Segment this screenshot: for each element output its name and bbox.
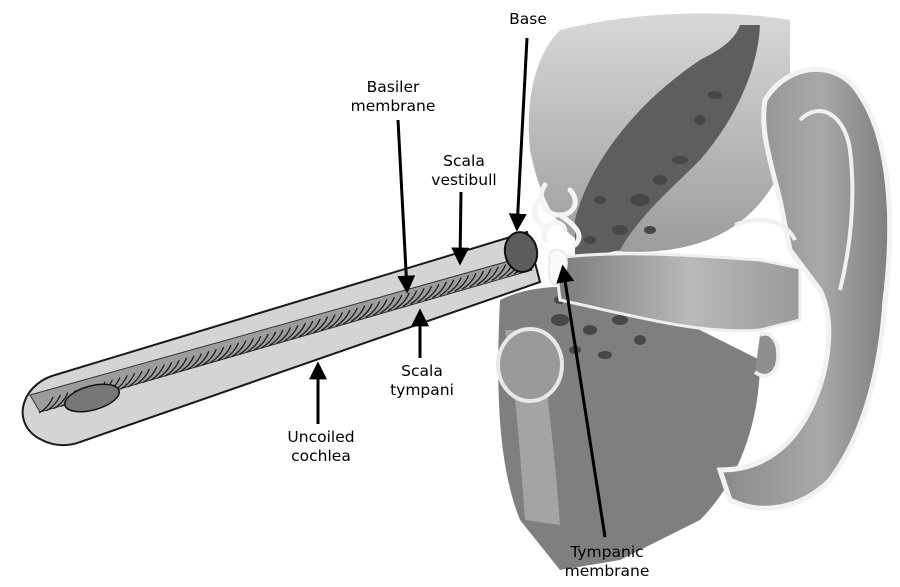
- basilar-striation: [402, 290, 418, 308]
- basilar-striation: [350, 305, 366, 323]
- basilar-striation: [46, 394, 61, 412]
- label-uncoiled-line2: cochlea: [291, 447, 351, 465]
- basilar-striation: [135, 368, 151, 386]
- label-base-text: Base: [509, 10, 547, 28]
- pointer-vestibuli: [451, 191, 470, 266]
- basilar-striation: [231, 340, 247, 358]
- basilar-striation: [424, 283, 440, 301]
- basilar-striation: [476, 268, 492, 286]
- basilar-striation: [216, 344, 232, 362]
- basilar-striation: [298, 320, 314, 338]
- pointer-tympanic: [556, 264, 607, 538]
- basilar-striation: [365, 301, 381, 318]
- basilar-striation: [417, 286, 433, 303]
- condyle: [496, 327, 564, 403]
- basilar-striation: [394, 292, 410, 310]
- label-tympani-line2: tympani: [390, 381, 454, 399]
- basilar-striation: [342, 307, 358, 325]
- basilar-striation: [53, 392, 69, 410]
- basilar-striation: [291, 322, 306, 340]
- temporal-bone: [575, 25, 760, 260]
- basilar-striation: [246, 335, 262, 353]
- basilar-striation: [187, 353, 202, 371]
- basilar-striation: [387, 294, 403, 312]
- basilar-striation: [150, 364, 165, 381]
- basilar-striation: [38, 396, 54, 414]
- basilar-striation: [357, 303, 373, 321]
- auricle: [716, 66, 893, 511]
- label-uncoiled-cochlea: Uncoiled cochlea: [266, 428, 376, 466]
- label-basilar-line1: Basiler: [366, 78, 420, 96]
- basilar-striation: [439, 279, 455, 297]
- basilar-striations: [38, 257, 529, 414]
- label-tympanic-line1: Tympanic: [570, 543, 644, 561]
- label-tympanic-membrane: Tympanic membrane: [552, 543, 662, 581]
- label-basilar-line2: membrane: [350, 97, 436, 115]
- basilar-striation: [179, 355, 195, 373]
- apex-oval: [64, 383, 120, 413]
- basilar-striation: [372, 299, 388, 316]
- pointer-lines: [309, 37, 607, 538]
- pointer-basilar: [396, 119, 416, 294]
- basilar-striation: [164, 359, 180, 377]
- basilar-striation: [454, 275, 470, 292]
- basilar-striation: [283, 325, 299, 342]
- basilar-striation: [142, 366, 158, 384]
- bone-texture: [551, 91, 722, 359]
- tragus: [753, 331, 781, 378]
- label-tympani-line1: Scala: [401, 362, 443, 380]
- lower-tissue: [498, 286, 760, 570]
- basilar-striation: [328, 312, 344, 329]
- ear-canal: [553, 252, 802, 333]
- basilar-striation: [224, 342, 240, 360]
- basilar-striation: [194, 351, 210, 368]
- label-uncoiled-line1: Uncoiled: [287, 428, 355, 446]
- basilar-striation: [432, 281, 447, 299]
- basilar-striation: [446, 277, 462, 295]
- basilar-striation: [172, 357, 188, 375]
- base-oval: [503, 231, 539, 273]
- label-scala-vestibuli: Scala vestibull: [414, 152, 514, 190]
- basilar-striation: [313, 316, 329, 334]
- auricle-fold: [798, 109, 855, 291]
- basilar-striation: [491, 264, 507, 282]
- basilar-striation: [239, 338, 254, 355]
- basilar-striation: [335, 309, 351, 327]
- label-vestibuli-line2: vestibull: [431, 171, 497, 189]
- basilar-striation: [469, 270, 485, 288]
- label-scala-tympani: Scala tympani: [372, 362, 472, 400]
- basilar-striation: [276, 327, 292, 345]
- basilar-striation: [380, 296, 395, 314]
- basilar-striation: [305, 318, 321, 336]
- basilar-striation: [484, 266, 499, 284]
- label-base: Base: [498, 10, 558, 29]
- label-tympanic-line2: membrane: [564, 562, 650, 580]
- basilar-striation: [120, 372, 136, 390]
- label-basilar-membrane: Basiler membrane: [338, 78, 448, 116]
- head-region: [496, 13, 893, 570]
- basilar-striation: [253, 333, 269, 351]
- label-vestibuli-line1: Scala: [443, 152, 485, 170]
- basilar-striation: [127, 370, 143, 388]
- uncoiled-cochlea-tube: [21, 230, 542, 447]
- ossicles: [532, 182, 582, 248]
- basilar-striation: [461, 272, 477, 290]
- basilar-striation: [409, 288, 425, 305]
- pointer-base: [508, 37, 529, 232]
- basilar-striation: [268, 329, 284, 347]
- basilar-striation: [201, 348, 217, 366]
- basilar-striation: [261, 331, 277, 349]
- basilar-striation: [209, 346, 225, 364]
- basilar-striation: [320, 314, 336, 331]
- basilar-striation: [157, 362, 173, 379]
- antihelix: [734, 218, 797, 242]
